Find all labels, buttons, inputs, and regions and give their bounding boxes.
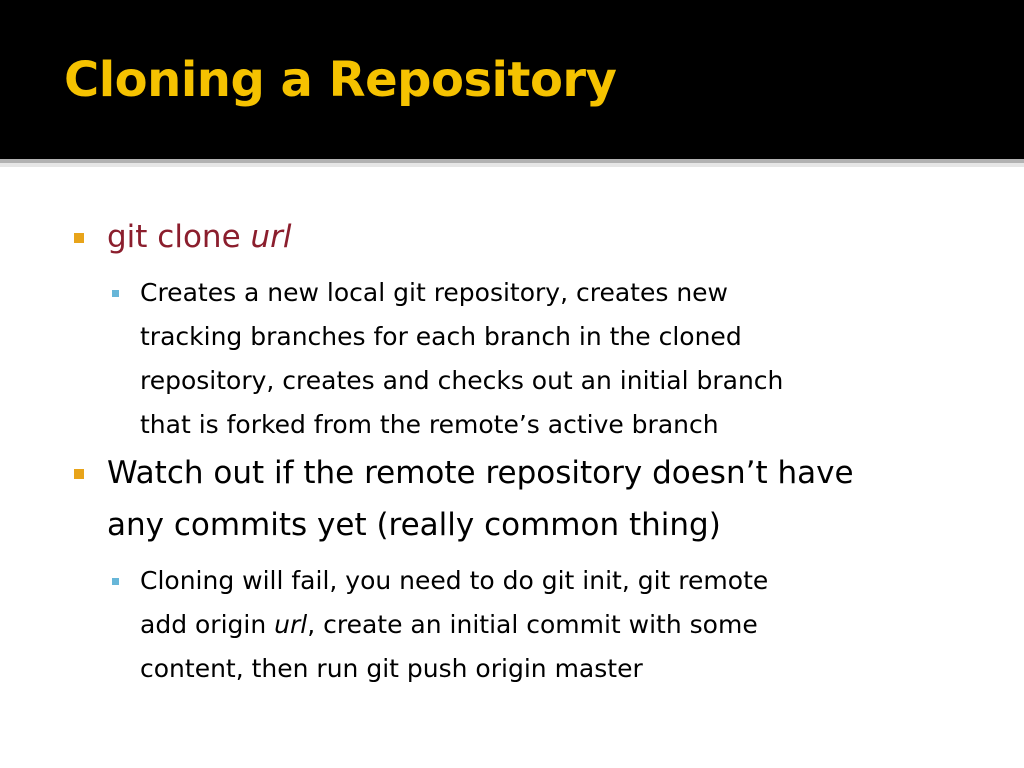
bullet-marker [74, 469, 84, 479]
argument-text: url [250, 219, 292, 255]
sub-bullet-line: Creates a new local git repository, crea… [140, 278, 729, 307]
title-divider-highlight [0, 163, 1024, 167]
bullet-line: Watch out if the remote repository doesn… [107, 455, 854, 491]
text-span: add origin [140, 610, 275, 639]
sub-bullet-line: add origin url, create an initial commit… [140, 603, 758, 647]
url-argument: url [274, 610, 308, 639]
sub-bullet-line: content, then run git push origin master [140, 654, 643, 683]
sub-bullet-marker [112, 290, 119, 297]
sub-bullet-line: that is forked from the remote’s active … [140, 410, 719, 439]
sub-bullet-marker [112, 578, 119, 585]
command-text: git clone [107, 219, 251, 255]
sub-bullet-line: repository, creates and checks out an in… [140, 366, 784, 395]
title-bar [0, 0, 1024, 159]
bullet-marker [74, 233, 84, 243]
bullet-line: any commits yet (really common thing) [107, 507, 721, 543]
sub-bullet-line: tracking branches for each branch in the… [140, 322, 742, 351]
title-divider [0, 159, 1024, 163]
sub-bullet-line: Cloning will fail, you need to do git in… [140, 566, 769, 595]
slide-title: Cloning a Repository [64, 52, 617, 108]
bullet-git-clone: git clone url [107, 212, 292, 262]
text-span: , create an initial commit with some [307, 610, 758, 639]
